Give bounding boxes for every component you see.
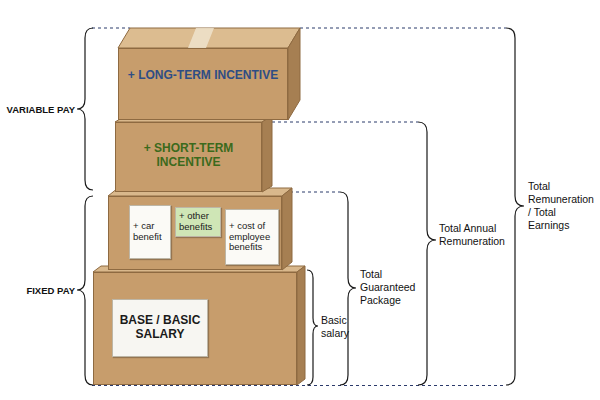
salary-sticker: BASE / BASIC SALARY (112, 299, 208, 357)
box-faces (93, 28, 305, 385)
curly-brace (77, 196, 93, 385)
incentive-title: + SHORT-TERM INCENTIVE (131, 135, 246, 177)
benefit-sticker: + other benefits (175, 207, 221, 237)
bracket-label: Basic salary (321, 314, 361, 340)
bracket-label: Total Annual Remuneration (439, 222, 507, 248)
cardboard-box: BASE / BASIC SALARY (93, 272, 297, 385)
guide-line (92, 28, 130, 29)
packing-tape (188, 28, 214, 48)
curly-brace (77, 28, 93, 190)
curly-brace (418, 122, 436, 385)
dotted-guides (92, 28, 506, 386)
benefit-sticker: + cost of employee benefits (225, 209, 279, 265)
guide-line (300, 28, 506, 29)
guide-line (272, 122, 418, 123)
pay-group-label: FIXED PAY (0, 284, 75, 297)
curly-brace (307, 270, 318, 385)
box-side (282, 188, 292, 270)
cardboard-box: + LONG-TERM INCENTIVE (118, 48, 288, 120)
box-side (288, 28, 300, 120)
box-top (118, 28, 300, 48)
brackets (77, 28, 524, 385)
box-side (262, 116, 272, 192)
incentive-title: + LONG-TERM INCENTIVE (123, 61, 283, 91)
guide-line (92, 385, 506, 386)
curly-brace (506, 28, 524, 385)
pay-group-label: VARIABLE PAY (0, 103, 75, 116)
benefit-sticker: + car benefit (129, 205, 171, 259)
box-side (297, 266, 305, 385)
bracket-label: Total Remuneration / Total Earnings (528, 180, 598, 232)
cardboard-box: + SHORT-TERM INCENTIVE (115, 122, 262, 192)
curly-brace (340, 192, 356, 385)
cardboard-box: + car benefit+ other benefits+ cost of e… (108, 196, 282, 270)
bracket-label: Total Guaranteed Package (360, 268, 422, 307)
